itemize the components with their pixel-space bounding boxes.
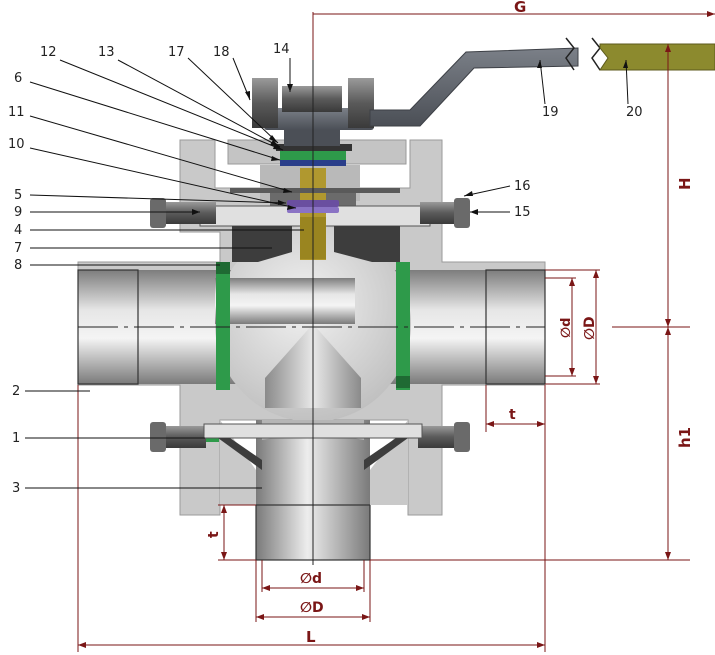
leader-arrows: [192, 60, 628, 215]
dimension-arrows: [78, 11, 715, 648]
dim-label-h1: h1: [676, 427, 694, 448]
dimension-labels: G H h1 L t t ∅d ∅D ∅d ∅D: [206, 0, 694, 646]
part-label-7: 7: [14, 241, 22, 256]
part-label-12: 12: [40, 45, 57, 60]
part-label-15: 15: [514, 205, 531, 220]
dim-label-D-bottom: ∅D: [300, 600, 324, 616]
part-label-1: 1: [12, 431, 20, 446]
dim-label-d-bottom: ∅d: [300, 571, 322, 587]
handle: [369, 37, 715, 127]
part-label-5: 5: [14, 188, 22, 203]
part-label-17: 17: [168, 45, 185, 60]
part-label-2: 2: [12, 384, 20, 399]
seat-rings: [205, 262, 410, 442]
dim-label-d-side: ∅d: [559, 318, 574, 338]
part-label-18: 18: [213, 45, 230, 60]
part-label-4: 4: [14, 223, 22, 238]
part-numbers: 12 13 17 18 14 6 11 10 5 9 4 7 8 2 1 3 1…: [8, 42, 643, 496]
bonnet-stem: [199, 78, 431, 262]
part-label-11: 11: [8, 105, 25, 120]
part-label-20: 20: [626, 105, 643, 120]
part-label-14: 14: [273, 42, 290, 57]
dim-label-D-side: ∅D: [582, 316, 598, 340]
dim-label-L: L: [306, 628, 316, 646]
center-lines: [78, 30, 545, 565]
part-label-8: 8: [14, 258, 22, 273]
part-label-16: 16: [514, 179, 531, 194]
dim-label-H: H: [676, 177, 694, 190]
dimension-lines: [77, 12, 715, 652]
part-label-13: 13: [98, 45, 115, 60]
flange-bolts: [150, 198, 470, 470]
part-label-10: 10: [8, 137, 25, 152]
dim-label-G: G: [514, 0, 526, 16]
dim-label-t-bottom: t: [206, 531, 222, 538]
leader-lines: [25, 57, 629, 489]
part-label-3: 3: [12, 481, 20, 496]
part-label-6: 6: [14, 71, 22, 86]
part-label-19: 19: [542, 105, 559, 120]
part-label-9: 9: [14, 205, 22, 220]
dim-label-t-side: t: [509, 407, 516, 423]
